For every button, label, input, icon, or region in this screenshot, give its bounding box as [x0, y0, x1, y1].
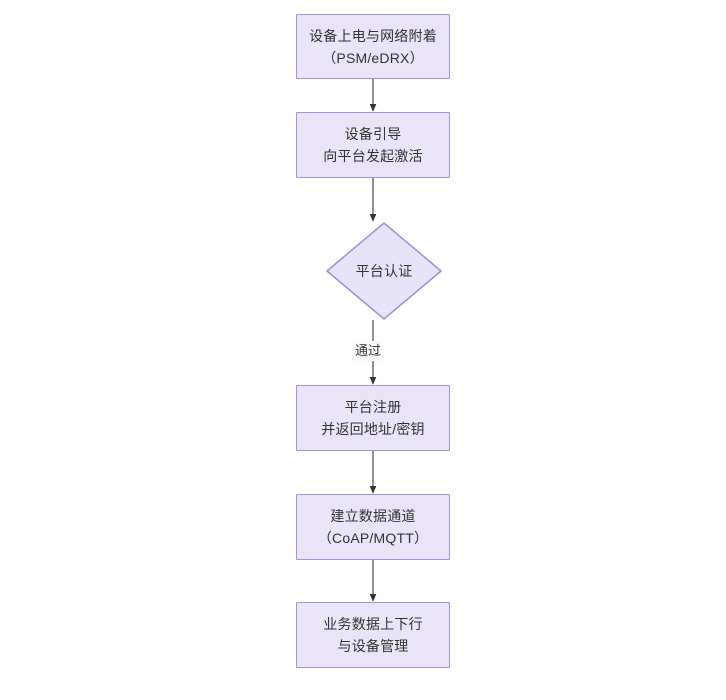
node-device-power-on[interactable]: 设备上电与网络附着 （PSM/eDRX）	[296, 14, 450, 79]
node-label-line: 建立数据通道	[330, 508, 416, 524]
diamond-shape-icon	[326, 222, 442, 320]
node-label-line: 设备上电与网络附着	[309, 27, 437, 44]
node-label-line: 向平台发起激活	[323, 148, 423, 164]
node-label-line: 平台注册	[344, 399, 402, 415]
node-platform-authentication[interactable]: 平台认证	[326, 222, 442, 320]
node-device-bootstrap[interactable]: 设备引导 向平台发起激活	[296, 112, 450, 178]
node-label-line: 与设备管理	[337, 638, 409, 654]
node-label-line: （PSM/eDRX）	[322, 49, 424, 66]
node-platform-registration[interactable]: 平台注册 并返回地址/密钥	[296, 385, 450, 451]
node-label-line: （CoAP/MQTT）	[317, 530, 429, 546]
node-business-data-and-device-management[interactable]: 业务数据上下行 与设备管理	[296, 602, 450, 668]
node-establish-data-channel[interactable]: 建立数据通道 （CoAP/MQTT）	[296, 494, 450, 560]
node-label-line: 并返回地址/密钥	[321, 421, 425, 437]
node-label-line: 设备引导	[344, 126, 402, 142]
node-label-line: 业务数据上下行	[323, 616, 423, 632]
edge-label-pass: 通过	[352, 341, 385, 361]
node-label-line: 平台认证	[355, 263, 413, 279]
